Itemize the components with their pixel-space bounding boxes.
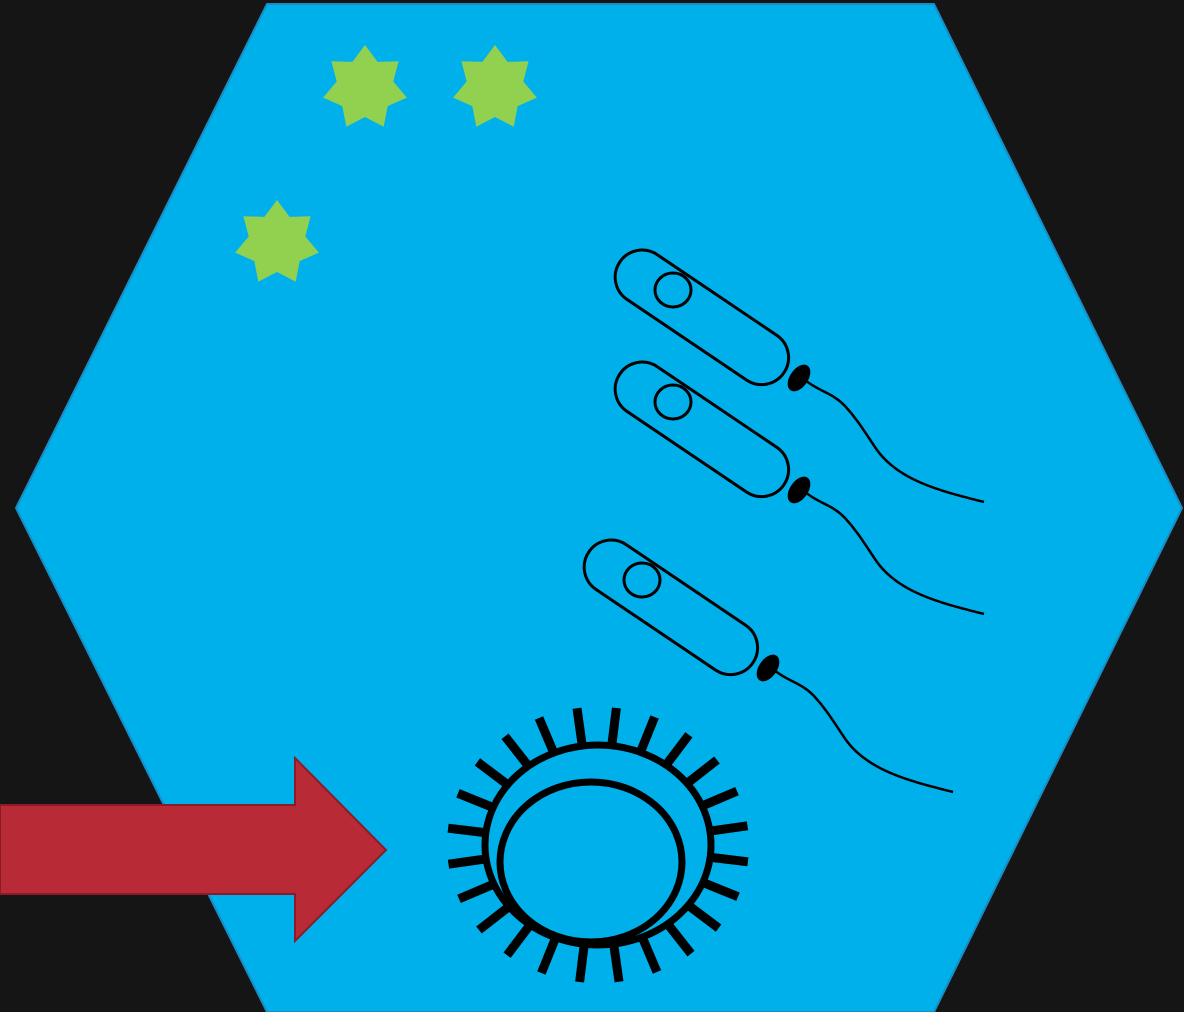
diagram-canvas: [0, 0, 1184, 1012]
diagram-svg: [0, 0, 1184, 1012]
